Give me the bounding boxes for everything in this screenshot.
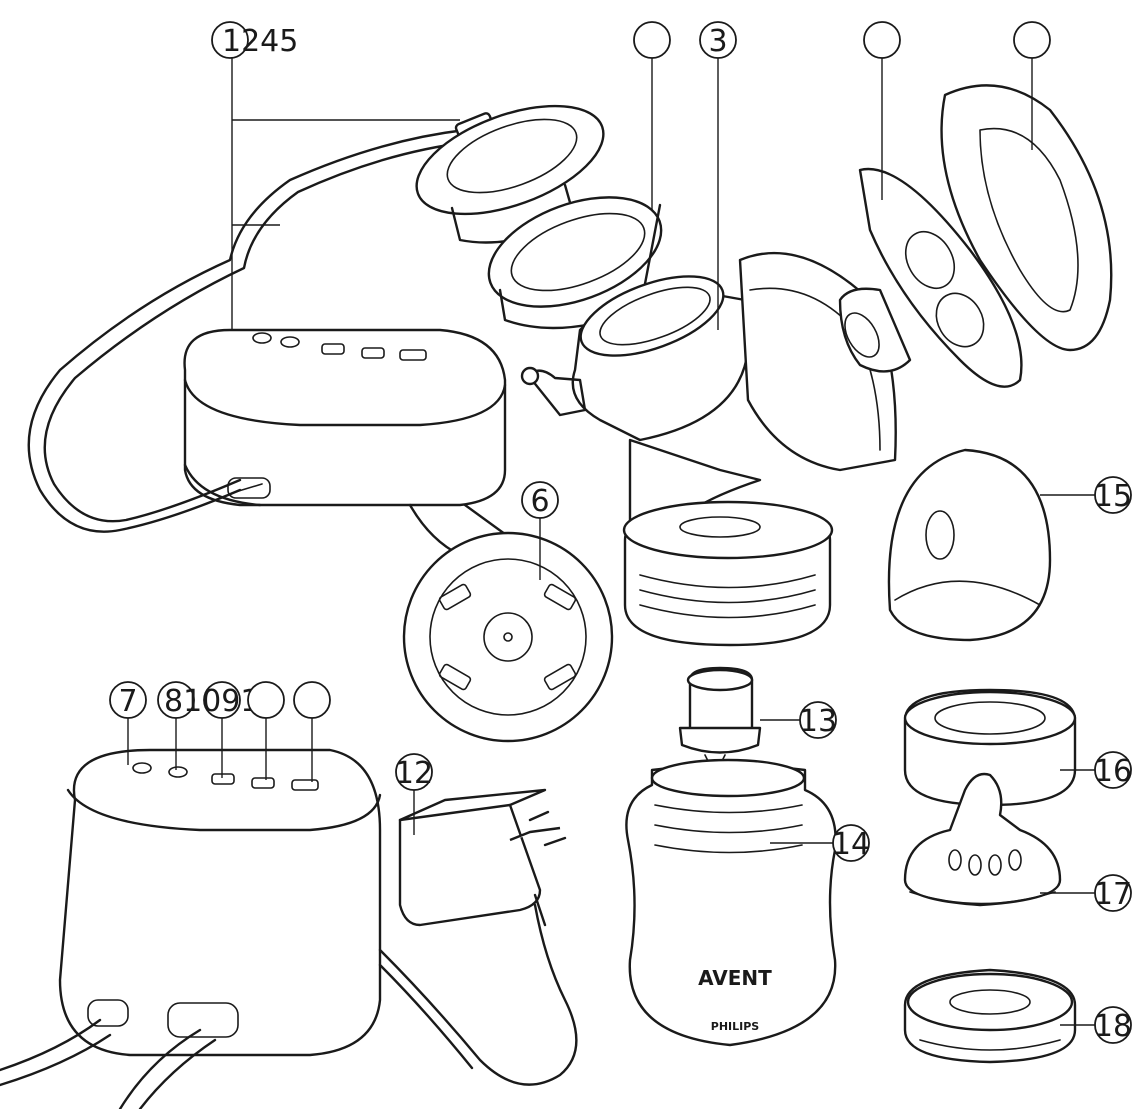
valve — [678, 666, 762, 776]
bottle-brand-label: AVENT — [698, 966, 772, 990]
detail-magnifier — [402, 503, 614, 743]
callout-16: 16 — [1094, 754, 1132, 789]
callout-blank-5 — [293, 681, 331, 719]
callout-17: 17 — [1094, 877, 1132, 912]
callout-blank-1 — [633, 21, 671, 59]
callout-leaders — [127, 55, 1095, 1026]
bottle-maker-label: PHILIPS — [711, 1020, 760, 1033]
screw-ring — [903, 688, 1077, 807]
callout-1245: 1245 — [222, 24, 298, 59]
callout-3: 3 — [708, 24, 727, 59]
feeding-bottle: AVENT PHILIPS — [625, 758, 837, 1047]
callout-blank-2 — [863, 21, 901, 59]
callout-blank-3 — [1013, 21, 1051, 59]
motor-unit-top — [183, 328, 507, 507]
sealing-disc — [887, 448, 1052, 642]
silicone-diaphragm — [487, 196, 663, 330]
motor-unit-bottom — [58, 748, 382, 1057]
bottle-adapter-base — [622, 500, 834, 647]
callout-7: 7 — [118, 684, 137, 719]
power-cords — [0, 903, 578, 1109]
nipple — [903, 772, 1062, 907]
callout-81091: 81091 — [164, 684, 259, 719]
callout-13: 13 — [799, 704, 837, 739]
massage-cushion — [838, 167, 1023, 388]
cushion-cover — [940, 84, 1113, 352]
callout-blank-4 — [247, 681, 285, 719]
callout-15: 15 — [1094, 479, 1132, 514]
callout-14: 14 — [832, 827, 870, 862]
power-adapter — [398, 788, 567, 927]
callout-12: 12 — [395, 756, 433, 791]
callout-18: 18 — [1094, 1009, 1132, 1044]
callout-6: 6 — [530, 484, 549, 519]
sealing-lid — [903, 968, 1077, 1064]
callout-markers: 1245 3 6 7 81091 12 13 14 15 16 17 18 — [109, 21, 1132, 1044]
